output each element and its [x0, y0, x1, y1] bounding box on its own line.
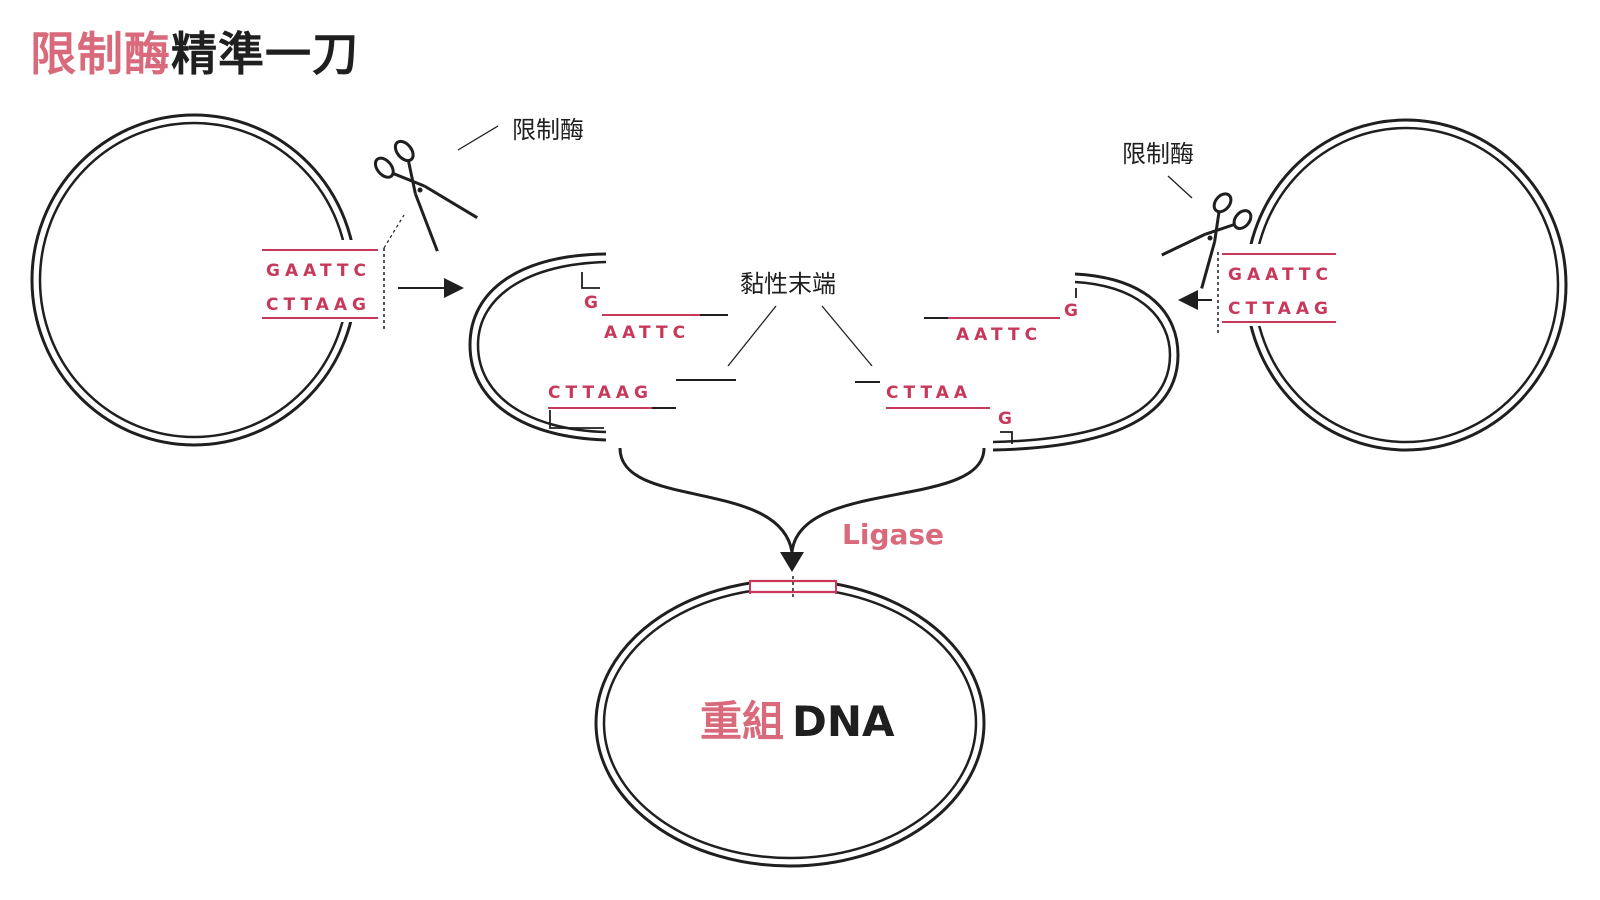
cut-left-g-top: G [584, 293, 598, 313]
right-top-sequence: GAATTC [1228, 265, 1333, 285]
cut-strand-left: G AATTC CTTAAG [468, 252, 736, 442]
arrow-down-icon [780, 552, 804, 572]
title-rest: 精準一刀 [171, 27, 359, 81]
scissors-icon [373, 139, 478, 252]
recombinant-plasmid [594, 576, 986, 868]
scissors-icon [1161, 192, 1253, 289]
cut-right-g-bottom: G [998, 409, 1012, 429]
right-bottom-sequence: CTTAAG [1228, 299, 1333, 319]
left-bottom-sequence: CTTAAG [266, 295, 371, 315]
cut-left-aattc: AATTC [604, 323, 690, 343]
page-title: 限制酶精準一刀 [30, 18, 359, 84]
left-plasmid: GAATTC CTTAAG [30, 113, 405, 447]
cut-right-aattc: AATTC [956, 325, 1042, 345]
right-plasmid: GAATTC CTTAAG [1217, 118, 1568, 452]
enzyme-label-left: 限制酶 [512, 116, 584, 144]
ligase-label: Ligase [842, 518, 944, 551]
cut-right-g-top: G [1064, 301, 1078, 321]
left-top-sequence: GAATTC [266, 261, 371, 281]
ligase-arrow [618, 447, 986, 572]
recombinant-label-accent: 重組 [700, 697, 784, 746]
recombinant-label-dna: DNA [792, 697, 895, 746]
cut-left-cttaag: CTTAAG [548, 383, 653, 403]
title-accent: 限制酶 [30, 27, 171, 81]
enzyme-label-right: 限制酶 [1122, 140, 1194, 168]
cut-right-cttaa: CTTAA [886, 383, 972, 403]
sticky-ends-label: 黏性末端 [740, 270, 836, 298]
cut-strand-right: G AATTC CTTAA G [855, 272, 1180, 452]
